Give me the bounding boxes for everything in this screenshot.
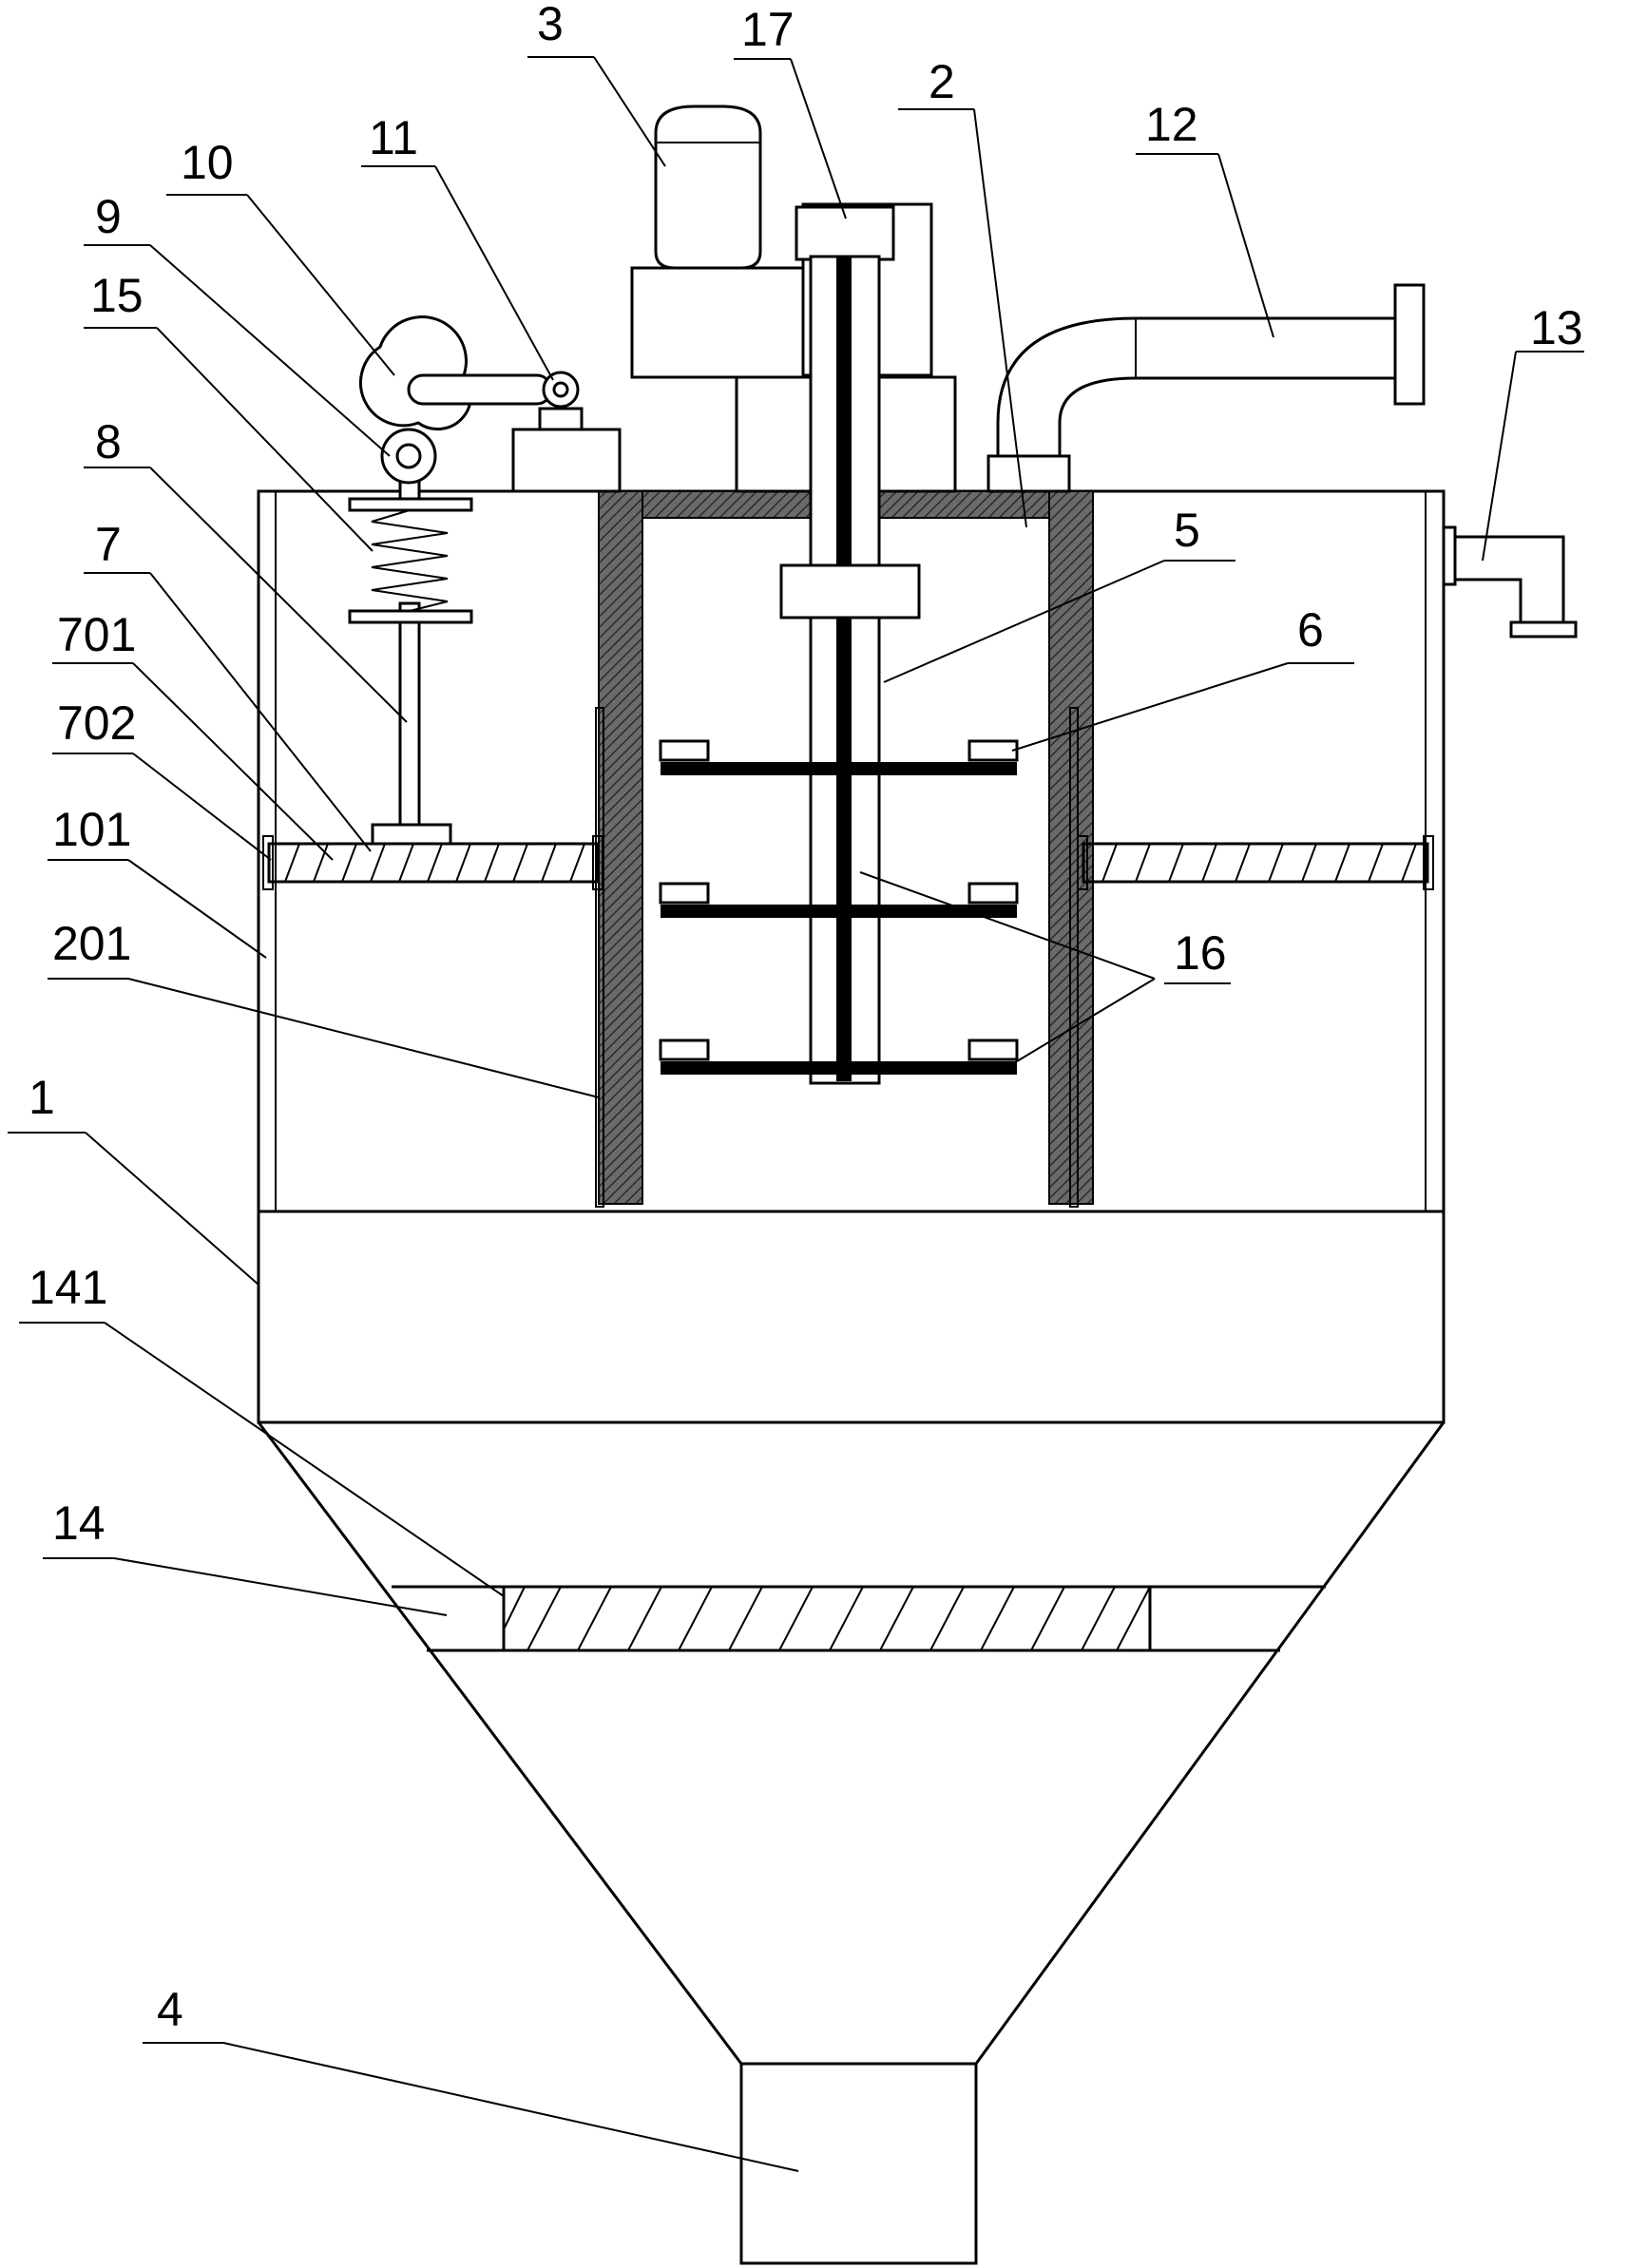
label-6: 6 bbox=[1297, 603, 1324, 657]
callout-labels: 3 17 2 12 13 10 11 9 15 8 7 701 bbox=[8, 0, 1584, 2172]
label-1: 1 bbox=[29, 1071, 55, 1124]
filter-screen-right bbox=[1077, 835, 1434, 890]
label-3: 3 bbox=[537, 0, 564, 50]
cam-mechanism bbox=[358, 315, 622, 493]
label-9: 9 bbox=[95, 190, 122, 243]
stirring-blades bbox=[659, 739, 1019, 1075]
label-15: 15 bbox=[90, 269, 144, 322]
label-8: 8 bbox=[95, 415, 122, 468]
discharge-outlet bbox=[739, 2062, 978, 2265]
outlet-pipe bbox=[1442, 525, 1578, 638]
label-2: 2 bbox=[929, 55, 955, 108]
label-701: 701 bbox=[57, 608, 136, 661]
label-16: 16 bbox=[1174, 926, 1227, 980]
vibration-rod bbox=[348, 449, 473, 846]
conical-hopper bbox=[257, 1421, 1446, 2065]
label-12: 12 bbox=[1145, 98, 1198, 151]
label-4: 4 bbox=[157, 1983, 183, 2036]
label-13: 13 bbox=[1530, 301, 1583, 354]
label-14: 14 bbox=[52, 1496, 105, 1550]
label-141: 141 bbox=[29, 1261, 107, 1314]
label-201: 201 bbox=[52, 917, 131, 970]
label-702: 702 bbox=[57, 696, 136, 750]
hopper-screen bbox=[392, 1585, 1326, 1652]
label-11: 11 bbox=[369, 111, 418, 164]
drive-motor bbox=[630, 105, 957, 493]
main-shaft bbox=[836, 257, 852, 1081]
side-screen-right bbox=[1069, 707, 1079, 1208]
inlet-pipe bbox=[986, 283, 1426, 493]
label-17: 17 bbox=[741, 3, 795, 56]
filter-screen-left bbox=[262, 835, 603, 890]
shaft-collar bbox=[779, 563, 921, 619]
label-7: 7 bbox=[95, 518, 122, 571]
label-5: 5 bbox=[1174, 504, 1200, 557]
label-10: 10 bbox=[181, 136, 234, 189]
label-101: 101 bbox=[52, 803, 131, 856]
side-screen-left bbox=[595, 707, 604, 1208]
